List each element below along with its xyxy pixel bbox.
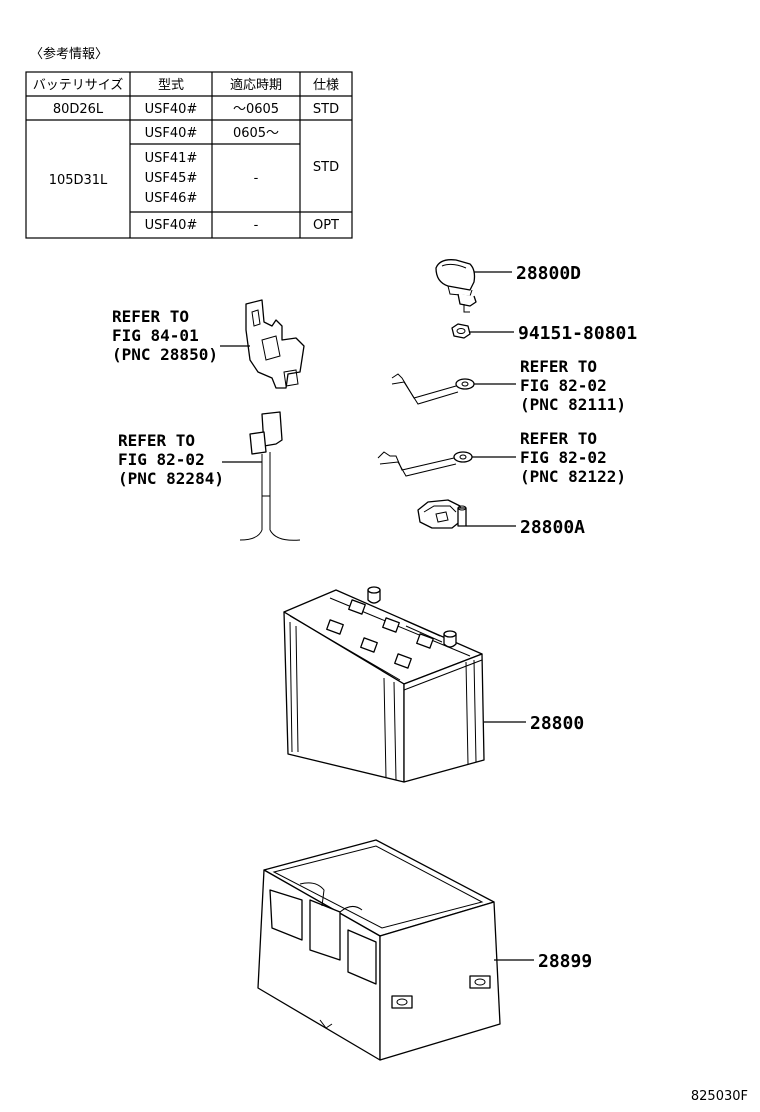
battery-part <box>283 586 526 783</box>
battery-cable-part <box>377 451 516 477</box>
cell-period: ～0605 <box>233 102 279 117</box>
nut-part <box>451 323 514 339</box>
reference-line-3: (PNC 82284) <box>118 469 224 488</box>
battery-clamp-part <box>417 499 516 529</box>
terminal-cover-part <box>435 259 512 313</box>
cell-period: 0605～ <box>233 126 279 141</box>
reference-line-3: (PNC 82122) <box>520 467 626 486</box>
cell-model: USF41# <box>145 151 198 166</box>
callout-cover: 28800D <box>516 263 581 284</box>
battery-spec-table: バッテリサイズ 型式 適応時期 仕様 80D26L USF40# ～0605 S… <box>25 71 353 239</box>
bracket-part <box>220 299 305 389</box>
callout-clamp: 28800A <box>520 517 585 538</box>
reference-line-3: (PNC 28850) <box>112 345 218 364</box>
cell-model: USF46# <box>145 191 198 206</box>
cell-period: - <box>254 171 259 186</box>
callout-nut: 94151-80801 <box>518 323 637 344</box>
battery-tray-part <box>257 839 534 1061</box>
ground-wire-part <box>222 411 301 541</box>
header-period: 適応時期 <box>230 77 282 93</box>
battery-cable-part <box>391 373 516 405</box>
cell-size: 105D31L <box>49 173 108 188</box>
callout-battery: 28800 <box>530 713 584 734</box>
reference-line-2: FIG 82-02 <box>520 448 607 467</box>
callout-tray: 28899 <box>538 951 592 972</box>
reference-line-2: FIG 84-01 <box>112 326 199 345</box>
header-spec: 仕様 <box>313 78 339 93</box>
cell-period: - <box>254 218 259 233</box>
cell-model: USF40# <box>145 126 198 141</box>
cell-spec: STD <box>313 160 339 175</box>
cell-model: USF40# <box>145 102 198 117</box>
header-model: 型式 <box>158 78 184 93</box>
reference-line-1: REFER TO <box>520 357 597 376</box>
reference-line-3: (PNC 82111) <box>520 395 626 414</box>
figure-code: 825030F <box>691 1089 748 1104</box>
cell-model: USF45# <box>145 171 198 186</box>
cell-size: 80D26L <box>53 102 104 117</box>
header-battery-size: バッテリサイズ <box>33 77 124 93</box>
reference-line-2: FIG 82-02 <box>520 376 607 395</box>
cell-spec: OPT <box>313 218 339 233</box>
cell-model: USF40# <box>145 218 198 233</box>
reference-line-1: REFER TO <box>118 431 195 450</box>
reference-line-1: REFER TO <box>520 429 597 448</box>
reference-line-2: FIG 82-02 <box>118 450 205 469</box>
reference-line-1: REFER TO <box>112 307 189 326</box>
info-heading: 〈参考情報〉 <box>30 46 108 62</box>
cell-spec: STD <box>313 102 339 117</box>
